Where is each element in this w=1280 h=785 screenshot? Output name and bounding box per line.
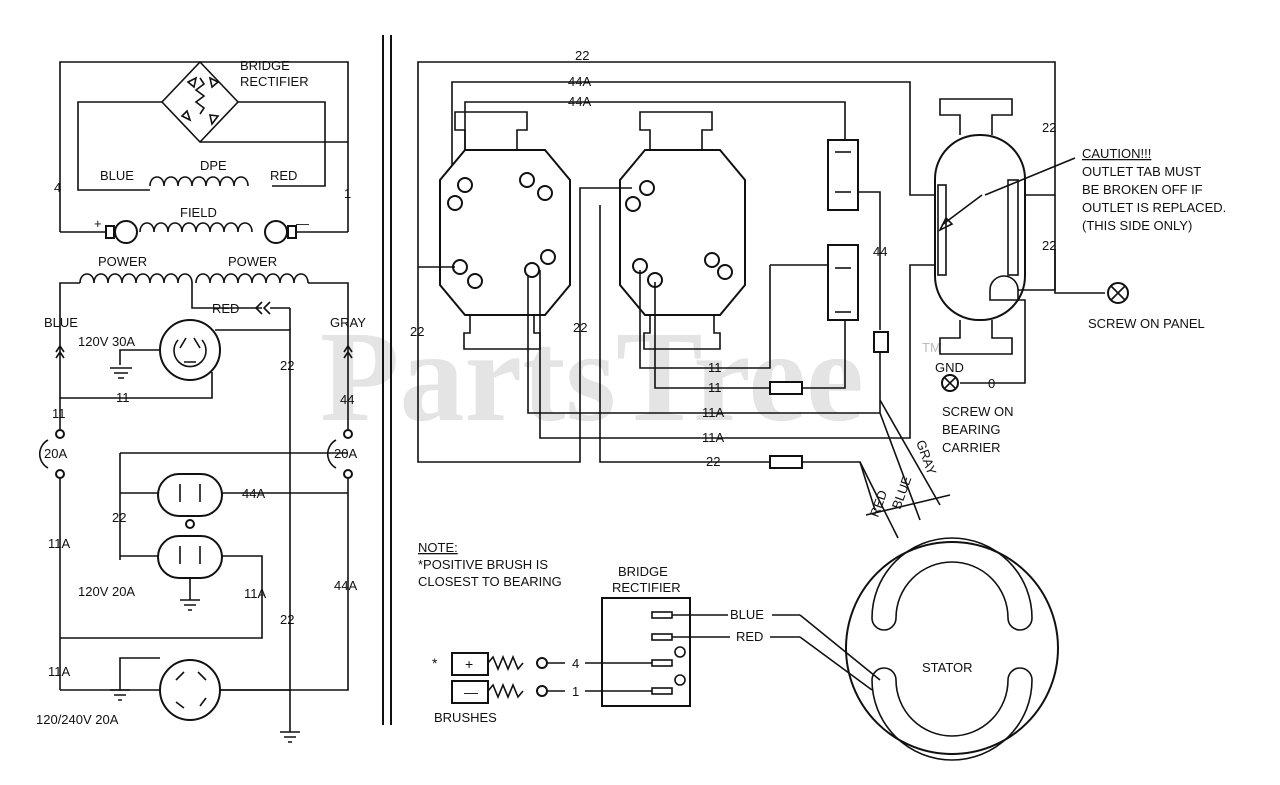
label-wire-22-b: 22	[112, 510, 126, 525]
receptacle-2	[619, 149, 746, 316]
label-power-2: POWER	[228, 254, 277, 269]
label-breaker-right: 20A	[334, 446, 357, 461]
label-outlet-240: 120/240V 20A	[36, 712, 119, 727]
watermark: PartsTree	[320, 305, 864, 449]
left-schematic: BRIDGE RECTIFIER DPE BLUE RED FIELD 4 1 …	[36, 58, 366, 743]
label-red-mid: RED	[212, 301, 239, 316]
outlet-right	[934, 134, 1026, 321]
label-power-1: POWER	[98, 254, 147, 269]
rlabel-11-b: 11	[708, 380, 722, 395]
caution-line-5: (THIS SIDE ONLY)	[1082, 218, 1192, 233]
field-coil	[139, 222, 253, 233]
label-wire-44a-b: 44A	[334, 578, 357, 593]
right-wiring: 22 44A 44A 22 22 22 22 44 11 11 11A 11A …	[410, 48, 1226, 761]
label-red-br: RED	[736, 629, 763, 644]
label-wire-44a-a: 44A	[242, 486, 265, 501]
label-br-1: 1	[572, 684, 579, 699]
label-bridge-2: BRIDGE	[618, 564, 668, 579]
rlabel-22-bottom: 22	[706, 454, 720, 469]
label-red-top: RED	[270, 168, 297, 183]
note-title: NOTE:	[418, 540, 458, 555]
rlabel-44a-top1: 44A	[568, 74, 591, 89]
label-bearing: BEARING	[942, 422, 1001, 437]
caution-title: CAUTION!!!	[1082, 146, 1151, 161]
label-brush-minus: —	[464, 684, 478, 700]
outlet-120v-20a-bottom	[157, 535, 223, 579]
stator	[845, 541, 1059, 755]
power-coil-2	[195, 273, 309, 284]
label-br-4: 4	[572, 656, 579, 671]
label-carrier: CARRIER	[942, 440, 1001, 455]
rlabel-22-mid: 22	[573, 320, 587, 335]
label-gnd: GND	[935, 360, 964, 375]
label-rectifier-2: RECTIFIER	[612, 580, 681, 595]
rlabel-22-top: 22	[575, 48, 589, 63]
label-gray-lead: GRAY	[913, 438, 939, 477]
label-wire-22-c: 22	[280, 612, 294, 627]
outlet-120v-30a	[159, 319, 221, 381]
caution-line-2: OUTLET TAB MUST	[1082, 164, 1201, 179]
label-screw-on-panel: SCREW ON PANEL	[1088, 316, 1205, 331]
caution-line-4: OUTLET IS REPLACED.	[1082, 200, 1226, 215]
label-blue-br: BLUE	[730, 607, 764, 622]
terminal-block-lower	[827, 244, 859, 321]
rlabel-44a-top2: 44A	[568, 94, 591, 109]
label-outlet-20a: 120V 20A	[78, 584, 135, 599]
label-plus: +	[94, 216, 102, 231]
resistor-22	[769, 455, 803, 469]
negative-brush	[451, 680, 489, 704]
resistor-11	[769, 381, 803, 395]
label-0: 0	[988, 376, 995, 391]
label-breaker-left: 20A	[44, 446, 67, 461]
positive-brush	[451, 652, 489, 676]
note-line-2: CLOSEST TO BEARING	[418, 574, 562, 589]
label-wire-1: 1	[344, 186, 351, 201]
label-wire-4: 4	[54, 180, 61, 195]
label-stator: STATOR	[922, 660, 973, 675]
label-minus: —	[296, 216, 309, 231]
label-rectifier: RECTIFIER	[240, 74, 309, 89]
rlabel-11a-b: 11A	[702, 430, 724, 445]
label-wire-11-a: 11	[116, 390, 130, 405]
outlet-120-240v-20a	[159, 659, 221, 721]
bridge-rectifier-symbol	[160, 60, 240, 144]
rlabel-22-left: 22	[410, 324, 424, 339]
rlabel-11a-a: 11A	[702, 405, 724, 420]
label-brushes: BRUSHES	[434, 710, 497, 725]
caution-line-3: BE BROKEN OFF IF	[1082, 182, 1203, 197]
label-wire-11a-c: 11A	[48, 664, 70, 679]
label-outlet-30a: 120V 30A	[78, 334, 135, 349]
rlabel-44: 44	[873, 244, 887, 259]
watermark-tm: TM	[922, 340, 941, 355]
label-gray-side: GRAY	[330, 315, 366, 330]
label-wire-44-a: 44	[340, 392, 354, 407]
dpe-coil	[149, 176, 249, 187]
receptacle-1	[439, 149, 571, 316]
inline-connector	[873, 331, 889, 353]
rlabel-22-right2: 22	[1042, 238, 1056, 253]
label-blue-lead: BLUE	[889, 474, 915, 511]
label-wire-22-a: 22	[280, 358, 294, 373]
label-screw-on: SCREW ON	[942, 404, 1014, 419]
rlabel-22-right1: 22	[1042, 120, 1056, 135]
label-brush-plus: +	[465, 656, 473, 672]
label-wire-11a-a: 11A	[48, 536, 70, 551]
outlet-120v-20a-top	[157, 473, 223, 517]
label-wire-11-b: 11	[52, 406, 66, 421]
label-wire-11a-b: 11A	[244, 586, 266, 601]
label-blue-top: BLUE	[100, 168, 134, 183]
label-bridge: BRIDGE	[240, 58, 290, 73]
note-line-1: *POSITIVE BRUSH IS	[418, 557, 548, 572]
label-star: *	[432, 655, 438, 671]
rlabel-11-a: 11	[708, 360, 722, 375]
label-blue-side: BLUE	[44, 315, 78, 330]
terminal-block-upper	[827, 139, 859, 211]
label-dpe: DPE	[200, 158, 227, 173]
label-field: FIELD	[180, 205, 217, 220]
power-coil-1	[79, 273, 193, 284]
